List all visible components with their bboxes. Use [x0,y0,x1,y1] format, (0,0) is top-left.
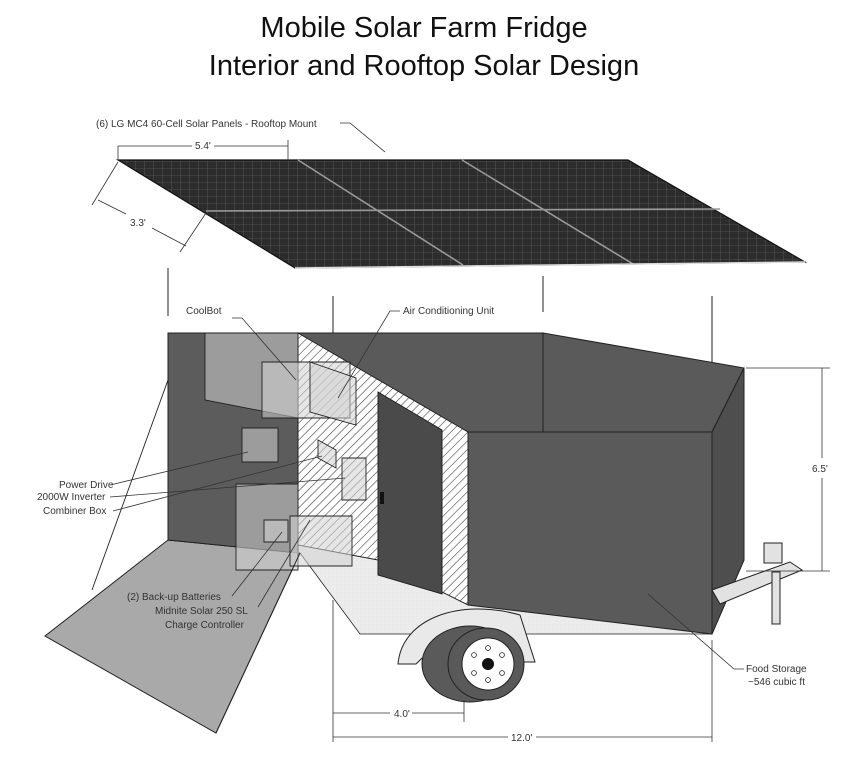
food-storage-label-1: Food Storage [746,664,807,675]
charge-controller-label-1: Midnite Solar 250 SL [155,606,248,617]
trailer-tongue [711,542,804,625]
combiner-box [317,439,337,469]
power-drive-label: Power Drive [59,480,114,491]
equipment-leaders [109,451,346,608]
food-storage-leader [647,593,744,670]
wall-support-lines [91,379,301,734]
panel-length-label: 5.4' [195,141,211,152]
panel-length-dimension [117,140,289,160]
batteries-label: (2) Back-up Batteries [127,592,221,603]
inverter-box [341,457,367,501]
inverter-label: 2000W Inverter [37,492,106,503]
charge-controller-label-2: Charge Controller [165,620,245,631]
height-dimension [746,367,830,572]
right-wall [467,431,713,635]
length-label: 12.0' [511,733,532,744]
axle-dimension [332,600,465,742]
battery-box-front [289,515,353,567]
title-line-1: Mobile Solar Farm Fridge [260,12,588,44]
coolbot-leader [232,317,297,381]
door-handle [380,492,384,504]
front-wall [711,367,745,635]
combiner-box-label: Combiner Box [43,506,106,517]
panel-width-label: 3.3' [130,218,146,229]
ac-unit [309,361,357,426]
charge-controller-box [263,519,289,543]
ac-label: Air Conditioning Unit [403,306,494,317]
solar-panel-array [115,159,808,269]
panels-leader [340,122,386,153]
power-drive-box [241,427,279,463]
panels-label: (6) LG MC4 60-Cell Solar Panels - Roofto… [96,119,317,130]
height-label: 6.5' [812,464,828,475]
length-dimension [333,640,713,742]
food-storage-label-2: ~546 cubic ft [748,677,805,688]
coolbot-label: CoolBot [186,306,222,317]
cooler-door [377,391,443,595]
panel-width-dimension [91,161,207,253]
wheel [421,625,525,703]
right-wall-upper [542,332,745,433]
axle-label: 4.0' [394,709,410,720]
ac-leader [337,310,400,399]
title-line-2: Interior and Rooftop Solar Design [208,50,640,82]
